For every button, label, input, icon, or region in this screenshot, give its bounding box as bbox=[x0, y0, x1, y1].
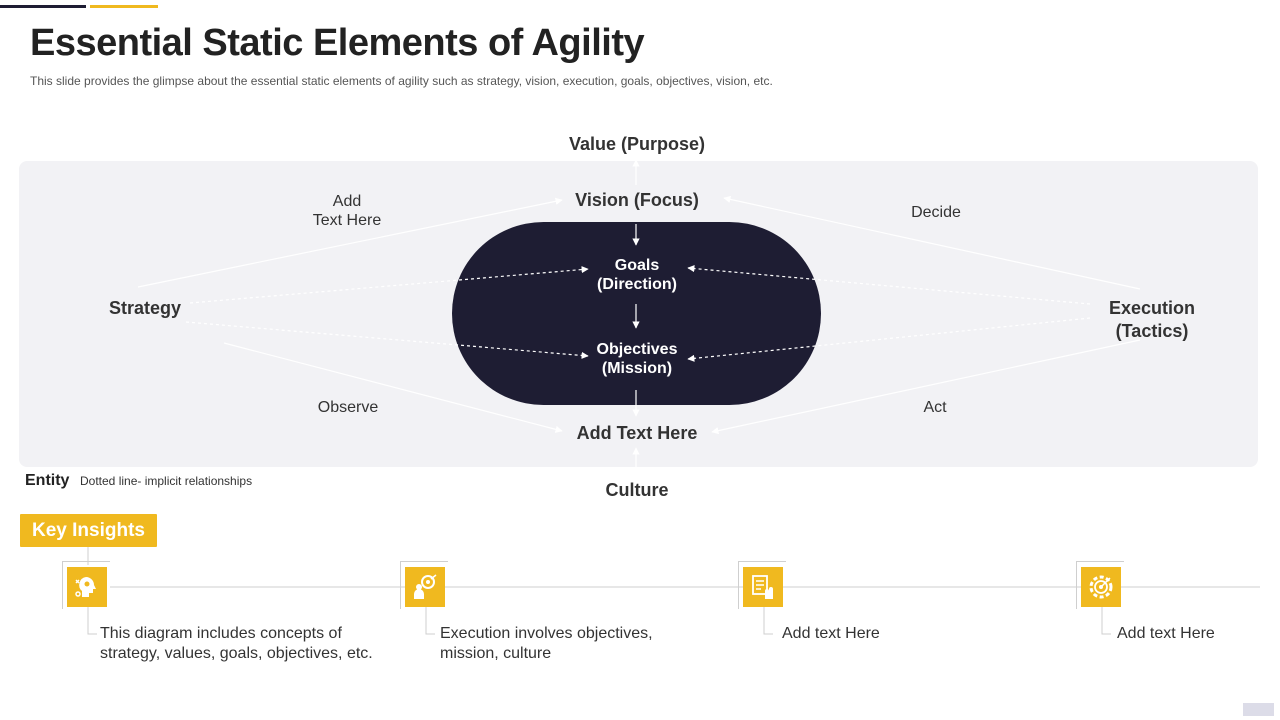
insight-icon-frame-4 bbox=[1076, 561, 1124, 609]
strategy-head-icon bbox=[67, 567, 107, 607]
edge-execution-to-goals-dotted bbox=[687, 264, 1091, 305]
edge-label-add-line2: Text Here bbox=[312, 212, 382, 229]
insight-bracket-2 bbox=[425, 607, 435, 635]
top-accent-bar-dark bbox=[0, 5, 86, 8]
insight-text-3: Add text Here bbox=[782, 625, 880, 642]
insight-bracket-3 bbox=[763, 607, 773, 635]
top-accent-bar-gold bbox=[90, 5, 158, 8]
edge-label-observe: Observe bbox=[317, 399, 379, 416]
edge-execution-to-objectives-dotted bbox=[687, 317, 1091, 362]
edge-label-act: Act bbox=[923, 399, 947, 416]
insight-text-2-line2: mission, culture bbox=[440, 645, 552, 662]
target-gear-icon bbox=[1081, 567, 1121, 607]
insight-text-1: This diagram includes concepts of strate… bbox=[100, 624, 400, 664]
corner-decoration bbox=[1243, 703, 1274, 716]
insight-icon-frame-3 bbox=[738, 561, 786, 609]
key-insights-badge: Key Insights bbox=[20, 514, 157, 547]
edge-strategy-to-vision bbox=[137, 197, 563, 288]
legend-entity-label: Entity bbox=[25, 472, 70, 489]
edge-label-add-text: Add Text Here bbox=[297, 192, 397, 230]
edge-execution-to-addtext bbox=[711, 339, 1141, 435]
node-execution: Execution (Tactics) bbox=[1082, 297, 1222, 343]
node-execution-title: Execution bbox=[1108, 298, 1196, 318]
insight-text-1-line2: strategy, values, goals, objectives, etc… bbox=[100, 645, 373, 662]
edge-strategy-to-objectives-dotted bbox=[185, 321, 589, 360]
node-objectives-title: Objectives bbox=[596, 341, 678, 358]
node-add-text-here: Add Text Here bbox=[576, 423, 698, 443]
edge-strategy-to-goals-dotted bbox=[189, 265, 589, 304]
edge-label-add-line1: Add bbox=[332, 193, 362, 210]
node-culture: Culture bbox=[605, 480, 669, 500]
insight-bracket-4 bbox=[1101, 607, 1111, 635]
page-title: Essential Static Elements of Agility bbox=[30, 22, 645, 64]
insight-text-4: Add text Here bbox=[1117, 625, 1215, 642]
insight-icon-frame-1 bbox=[62, 561, 110, 609]
edge-strategy-to-addtext bbox=[223, 342, 563, 433]
node-goals-title: Goals bbox=[614, 257, 660, 274]
insight-text-2: Execution involves objectives, mission, … bbox=[440, 624, 740, 664]
node-goals-subtitle: (Direction) bbox=[597, 276, 677, 293]
insight-icon-frame-2 bbox=[400, 561, 448, 609]
node-value-purpose: Value (Purpose) bbox=[568, 134, 706, 154]
insight-bracket-1 bbox=[87, 607, 97, 635]
node-objectives-subtitle: (Mission) bbox=[601, 360, 673, 377]
node-objectives: Objectives (Mission) bbox=[567, 340, 707, 378]
checklist-hand-icon bbox=[743, 567, 783, 607]
edge-label-decide: Decide bbox=[911, 204, 961, 221]
node-strategy: Strategy bbox=[108, 298, 182, 318]
node-execution-subtitle: (Tactics) bbox=[1115, 321, 1189, 341]
target-person-icon bbox=[405, 567, 445, 607]
insight-text-2-line1: Execution involves objectives, bbox=[440, 625, 653, 642]
insight-text-1-line1: This diagram includes concepts of bbox=[100, 625, 342, 642]
edge-execution-to-vision bbox=[723, 195, 1141, 290]
node-vision-focus: Vision (Focus) bbox=[575, 190, 699, 210]
node-goals: Goals (Direction) bbox=[567, 256, 707, 294]
legend-description: Dotted line- implicit relationships bbox=[80, 474, 253, 488]
page-subtitle: This slide provides the glimpse about th… bbox=[30, 74, 773, 88]
